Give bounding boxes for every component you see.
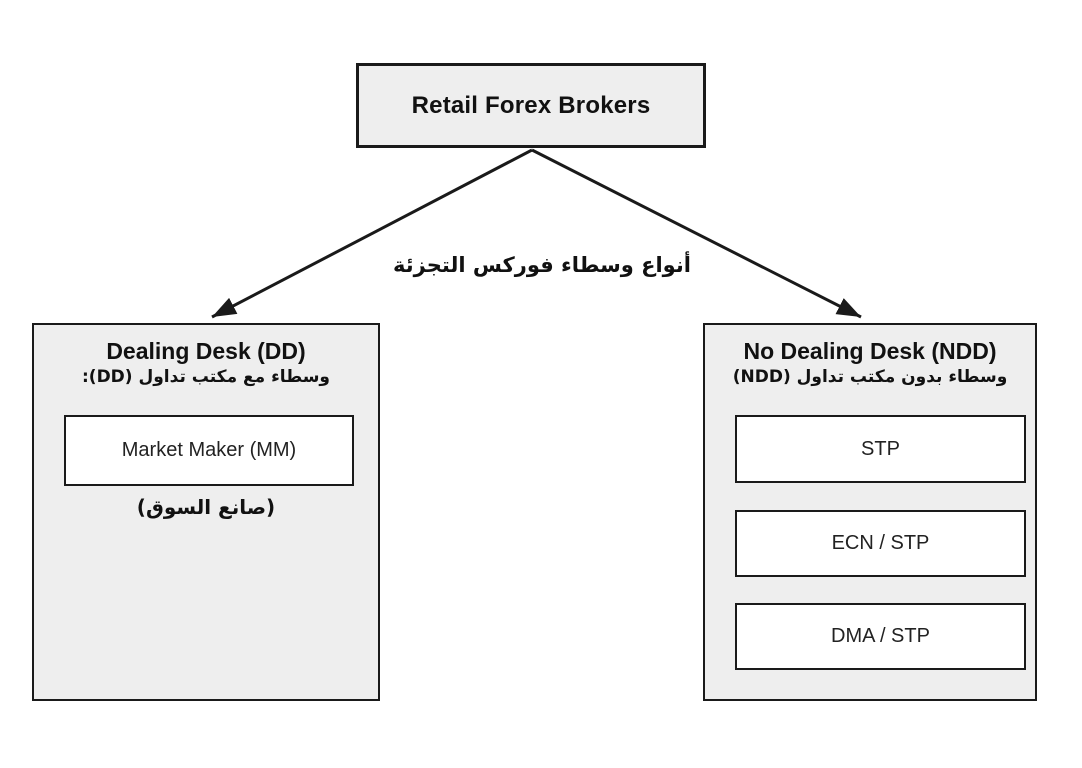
- group-dealing-desk: Dealing Desk (DD) وسطاء مع مكتب تداول (D…: [32, 323, 380, 701]
- arrow-root-to-ndd: [531, 148, 862, 319]
- no-dealing-desk-title: No Dealing Desk (NDD): [743, 338, 997, 364]
- root-node-label: Retail Forex Brokers: [411, 91, 651, 119]
- node-ecn-stp-label: ECN / STP: [831, 532, 930, 554]
- group-no-dealing-desk: No Dealing Desk (NDD) وسطاء بدون مكتب تد…: [703, 323, 1037, 701]
- node-stp: STP: [735, 415, 1026, 483]
- dealing-desk-subtitle-arabic: وسطاء مع مكتب تداول (DD):: [81, 367, 330, 387]
- node-stp-label: STP: [861, 437, 900, 460]
- no-dealing-desk-subtitle-arabic: وسطاء بدون مكتب تداول (NDD): [732, 367, 1008, 387]
- node-dma-stp-label: DMA / STP: [831, 625, 930, 647]
- dealing-desk-title: Dealing Desk (DD): [106, 338, 306, 364]
- node-market-maker-label: Market Maker (MM): [121, 439, 297, 461]
- arrow-root-to-dd: [211, 148, 533, 319]
- node-dma-stp: DMA / STP: [735, 603, 1026, 670]
- market-maker-caption-arabic: (صانع السوق): [136, 495, 276, 519]
- root-node-retail-forex-brokers: Retail Forex Brokers: [356, 63, 706, 148]
- node-market-maker: Market Maker (MM): [64, 415, 354, 486]
- edge-label-arabic: أنواع وسطاء فوركس التجزئة: [393, 253, 691, 277]
- node-ecn-stp: ECN / STP: [735, 510, 1026, 577]
